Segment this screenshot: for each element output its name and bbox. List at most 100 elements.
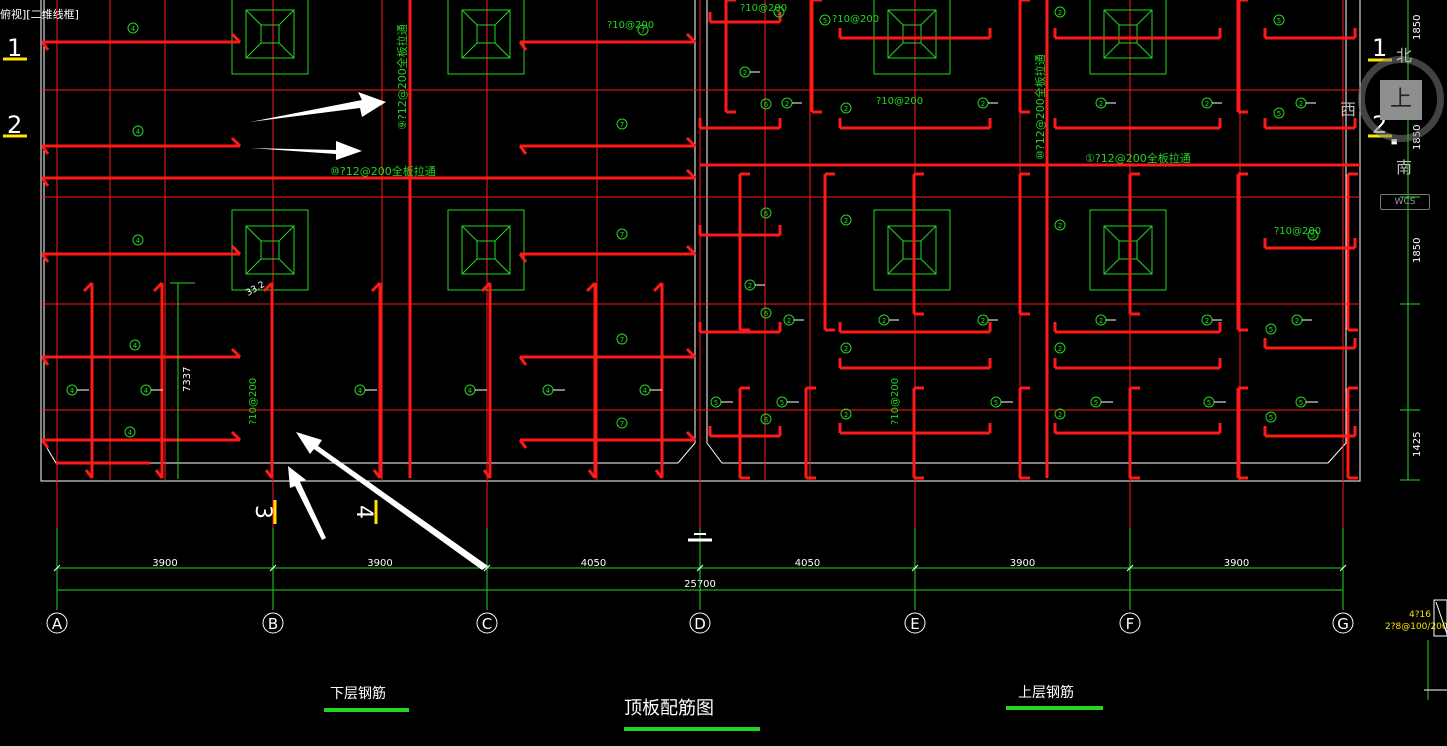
rebar-note-vertical-b: ⑩?12@200全板拉通	[1033, 54, 1047, 160]
rebar-marker-circle	[1265, 323, 1277, 335]
pad-diag	[494, 258, 511, 275]
section-col-3: 3	[250, 505, 275, 519]
column-pad	[873, 0, 951, 75]
viewport-label[interactable]: 俯视][二维线框]	[0, 8, 79, 21]
view-cube[interactable]: 北 西 南 上 WCS	[1340, 46, 1446, 213]
rebar-marker-circle	[760, 307, 772, 319]
rebar-marker-circle	[760, 413, 772, 425]
column-pad	[1089, 209, 1167, 291]
rebar-marker-number: 2	[1295, 317, 1299, 325]
column-pad	[231, 0, 309, 75]
axis-bubble-label: E	[910, 615, 919, 633]
rebar-marker-circle	[1307, 229, 1319, 241]
rebar-marker-number: 5	[714, 399, 718, 407]
column-pad	[447, 0, 525, 75]
pad-diag	[461, 225, 478, 242]
rebar-hook	[82, 281, 94, 293]
rebar-note-small-2: ?10@200	[740, 3, 787, 14]
axis-bubble-circle	[1119, 612, 1141, 634]
rebar-marker-number: 2	[844, 411, 848, 419]
rebar-marker-number: 4	[136, 128, 141, 136]
axis-bubble-label: A	[52, 615, 63, 633]
rebar-marker-number: 4	[144, 387, 149, 395]
rebar-marker-number: 6	[764, 416, 769, 424]
rebar-hook	[685, 430, 697, 442]
rebar-marker-circle	[616, 228, 628, 240]
rebar-hook	[685, 32, 697, 44]
axis-bubble-circle	[1332, 612, 1354, 634]
span-dim-label: 3900	[1224, 558, 1249, 569]
pad-diag	[920, 258, 937, 275]
right-dim-label-a: ■	[1390, 138, 1398, 145]
rebar-marker-number: 4	[133, 342, 138, 350]
rebar-hook	[230, 347, 242, 359]
rebar-marker-number: 2	[1099, 317, 1103, 325]
rebar-hook	[685, 168, 697, 180]
rebar-marker-number: 4	[131, 25, 136, 33]
axis-bubble-circle	[46, 612, 68, 634]
rebar-hook	[40, 177, 50, 187]
rebar-marker-number: 4	[358, 387, 363, 395]
rebar-marker-number: 5	[1277, 110, 1281, 118]
pad-mid	[461, 225, 511, 275]
pad-outer	[447, 0, 525, 75]
rebar-marker-number: 7	[620, 336, 624, 344]
rebar-marker-number: 2	[785, 100, 789, 108]
rebar-marker-number: 2	[844, 105, 848, 113]
rebar-marker-circle	[760, 207, 772, 219]
pad-diag	[1103, 225, 1120, 242]
pad-mid	[461, 9, 511, 59]
pad-diag	[1136, 9, 1153, 26]
dim-tick	[483, 564, 491, 572]
view-cube-south[interactable]: 南	[1396, 158, 1413, 177]
pad-outer	[1089, 209, 1167, 291]
span-dim-label: 3900	[1010, 558, 1035, 569]
column-pad	[1089, 0, 1167, 75]
pad-diag	[920, 9, 937, 26]
pad-outer	[1089, 0, 1167, 75]
rebar-note-small-1: ?10@200	[607, 20, 654, 31]
annotation-arrows	[250, 92, 488, 570]
rebar-marker-number: 2	[1058, 411, 1062, 419]
rebar-marker-circle	[1265, 411, 1277, 423]
column-pad	[447, 209, 525, 291]
rebar-hook	[685, 347, 697, 359]
axis-bubble-circle	[476, 612, 498, 634]
rebar-marker-circle	[840, 102, 852, 114]
rebar-marker-number: 5	[1207, 399, 1211, 407]
view-cube-north[interactable]: 北	[1396, 46, 1413, 65]
span-dim-label: 4050	[581, 558, 606, 569]
rebar-lines	[40, 0, 1360, 480]
pad-outer	[873, 209, 951, 291]
rebar-hook	[480, 281, 492, 293]
pad-diag	[887, 42, 904, 59]
rebar-hook	[685, 136, 697, 148]
rebar-marker-number: 5	[1269, 414, 1273, 422]
wcs-menu-button[interactable]: WCS	[1380, 194, 1430, 210]
axis-bubble-circle	[904, 612, 926, 634]
rebar-marker-circle	[819, 14, 831, 26]
rebar-marker-number: 7	[620, 231, 624, 239]
pad-mid	[887, 225, 937, 275]
rebar-marker-number: 5	[777, 9, 781, 17]
left-slab-inner-boundary	[43, 0, 696, 464]
pad-diag	[494, 42, 511, 59]
rebar-hook	[685, 244, 697, 256]
pad-inner	[476, 240, 496, 260]
rebar-hook	[230, 430, 242, 442]
axis-bubble-label: G	[1337, 615, 1349, 633]
rebar-marker-number: 4	[643, 387, 648, 395]
rebar-marker-number: 2	[743, 69, 747, 77]
rebar-hook	[40, 356, 50, 366]
rebar-hook	[152, 281, 164, 293]
axis-bubble-label: F	[1126, 615, 1135, 633]
pad-mid	[887, 9, 937, 59]
pad-mid	[245, 225, 295, 275]
view-cube-ring[interactable]	[1358, 56, 1444, 142]
view-cube-top-face[interactable]: 上	[1380, 80, 1422, 120]
view-cube-west[interactable]: 西	[1340, 100, 1357, 119]
rebar-marker-number: 2	[844, 217, 848, 225]
right-slab-inner-boundary	[706, 0, 1347, 464]
dim-tick	[53, 564, 61, 572]
